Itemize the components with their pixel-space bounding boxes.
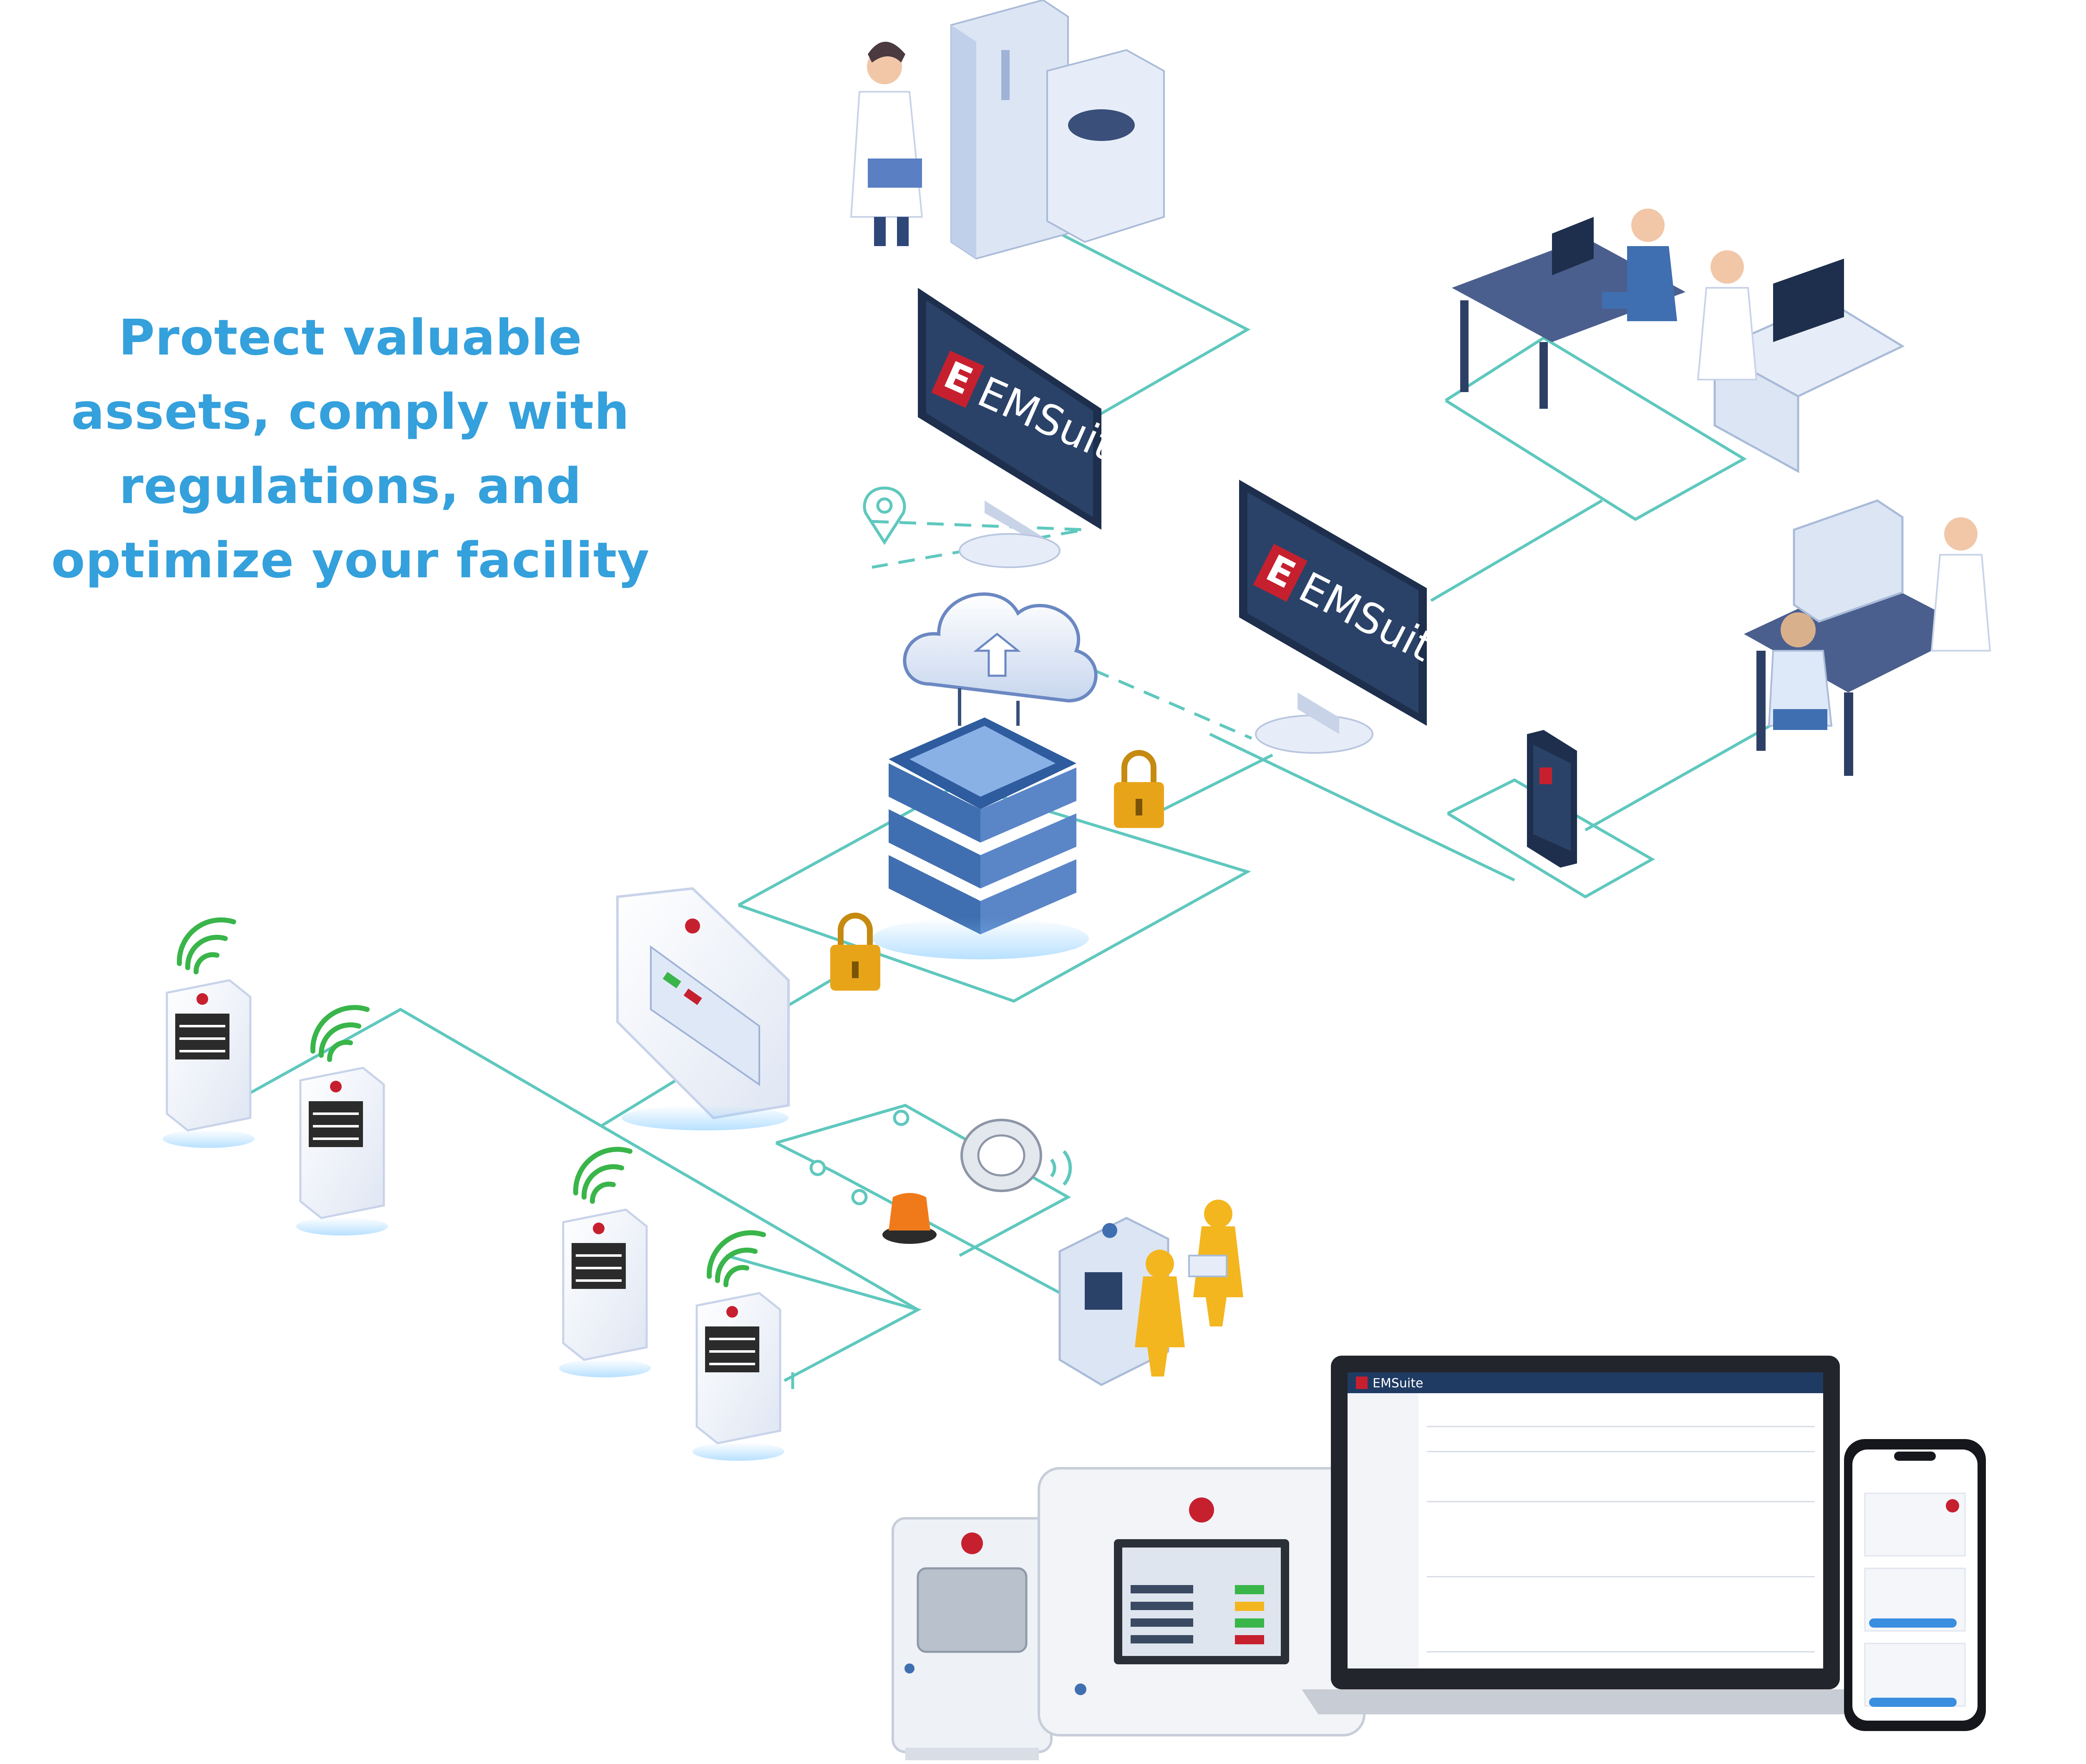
sensor-units xyxy=(163,917,784,1461)
connector-sensors-b xyxy=(600,1079,677,1127)
connector-server-box xyxy=(738,783,1251,1003)
connector-sensors-a xyxy=(249,1007,919,1311)
product-gateway-photo xyxy=(1038,1467,1365,1736)
mobile-phone-device xyxy=(1527,730,1577,868)
headline-line-3: regulations, and xyxy=(119,457,582,515)
sensor-unit xyxy=(559,1147,651,1377)
freezer-equipment xyxy=(950,0,1165,260)
cloud-upload-icon xyxy=(903,592,1098,726)
lab-desk-scene-1 xyxy=(1452,209,1905,473)
lock-icon-2 xyxy=(830,913,880,991)
wifi-signal-icon xyxy=(706,1230,766,1287)
monitor-emsuite-2: E EMSuite xyxy=(1239,480,1464,754)
wifi-signal-icon xyxy=(573,1147,632,1204)
location-pin-icon xyxy=(863,486,906,545)
laptop-app-title: EMSuite xyxy=(1373,1376,1423,1391)
connector-relay-box2 xyxy=(775,1141,1069,1299)
connector-server-monitor2 xyxy=(1146,753,1273,819)
wifi-signal-icon xyxy=(310,1005,370,1062)
dashed-cloud-monitor2 xyxy=(1067,657,1252,740)
headline-line-1: Protect valuable xyxy=(118,309,582,366)
product-sensor-small xyxy=(892,1517,1053,1760)
connector-freezer-monitor xyxy=(1059,232,1251,427)
headline: Protect valuable assets, comply with reg… xyxy=(25,300,676,597)
scientist-figure xyxy=(850,42,923,246)
connector-mobile-loop xyxy=(1447,778,1655,899)
connector-lab2 xyxy=(1585,720,1778,832)
smoke-detector-icon xyxy=(960,1119,1072,1192)
alarm-beacon-icon xyxy=(882,1193,937,1244)
product-phone xyxy=(1844,1439,1986,1731)
monitor-emsuite-1: E EMSuite xyxy=(918,288,1145,568)
lab-desk-scene-2 xyxy=(1744,499,1991,776)
brand-logo-mark-2 xyxy=(1253,544,1308,602)
sensor-unit xyxy=(296,1005,388,1236)
dashed-links xyxy=(872,520,1252,740)
sensor-unit xyxy=(163,917,254,1148)
gateway-screen-rows xyxy=(1131,1585,1264,1644)
headline-line-4: optimize your facility xyxy=(51,531,650,589)
sensor-unit xyxy=(693,1230,784,1461)
connector-monitor2-lab xyxy=(1430,499,1603,602)
dashed-location-link xyxy=(872,520,1085,569)
brand-logo-mark xyxy=(931,350,985,408)
connector-monitor2-mobile xyxy=(1209,732,1515,882)
headline-line-2: assets, comply with xyxy=(71,383,630,440)
product-laptop: EMSuite xyxy=(1302,1356,1869,1714)
relay-switches xyxy=(809,1110,909,1205)
server-stack-icon xyxy=(872,717,1089,959)
laptop-table-lines xyxy=(1427,1426,1815,1653)
lock-icon xyxy=(1114,750,1164,828)
connector-sensors-c xyxy=(726,1254,922,1382)
connector-lab-desk xyxy=(1445,336,1747,521)
hazmat-workers xyxy=(1135,1200,1243,1376)
gateway-device xyxy=(616,887,790,1130)
wifi-signal-icon xyxy=(176,917,236,974)
